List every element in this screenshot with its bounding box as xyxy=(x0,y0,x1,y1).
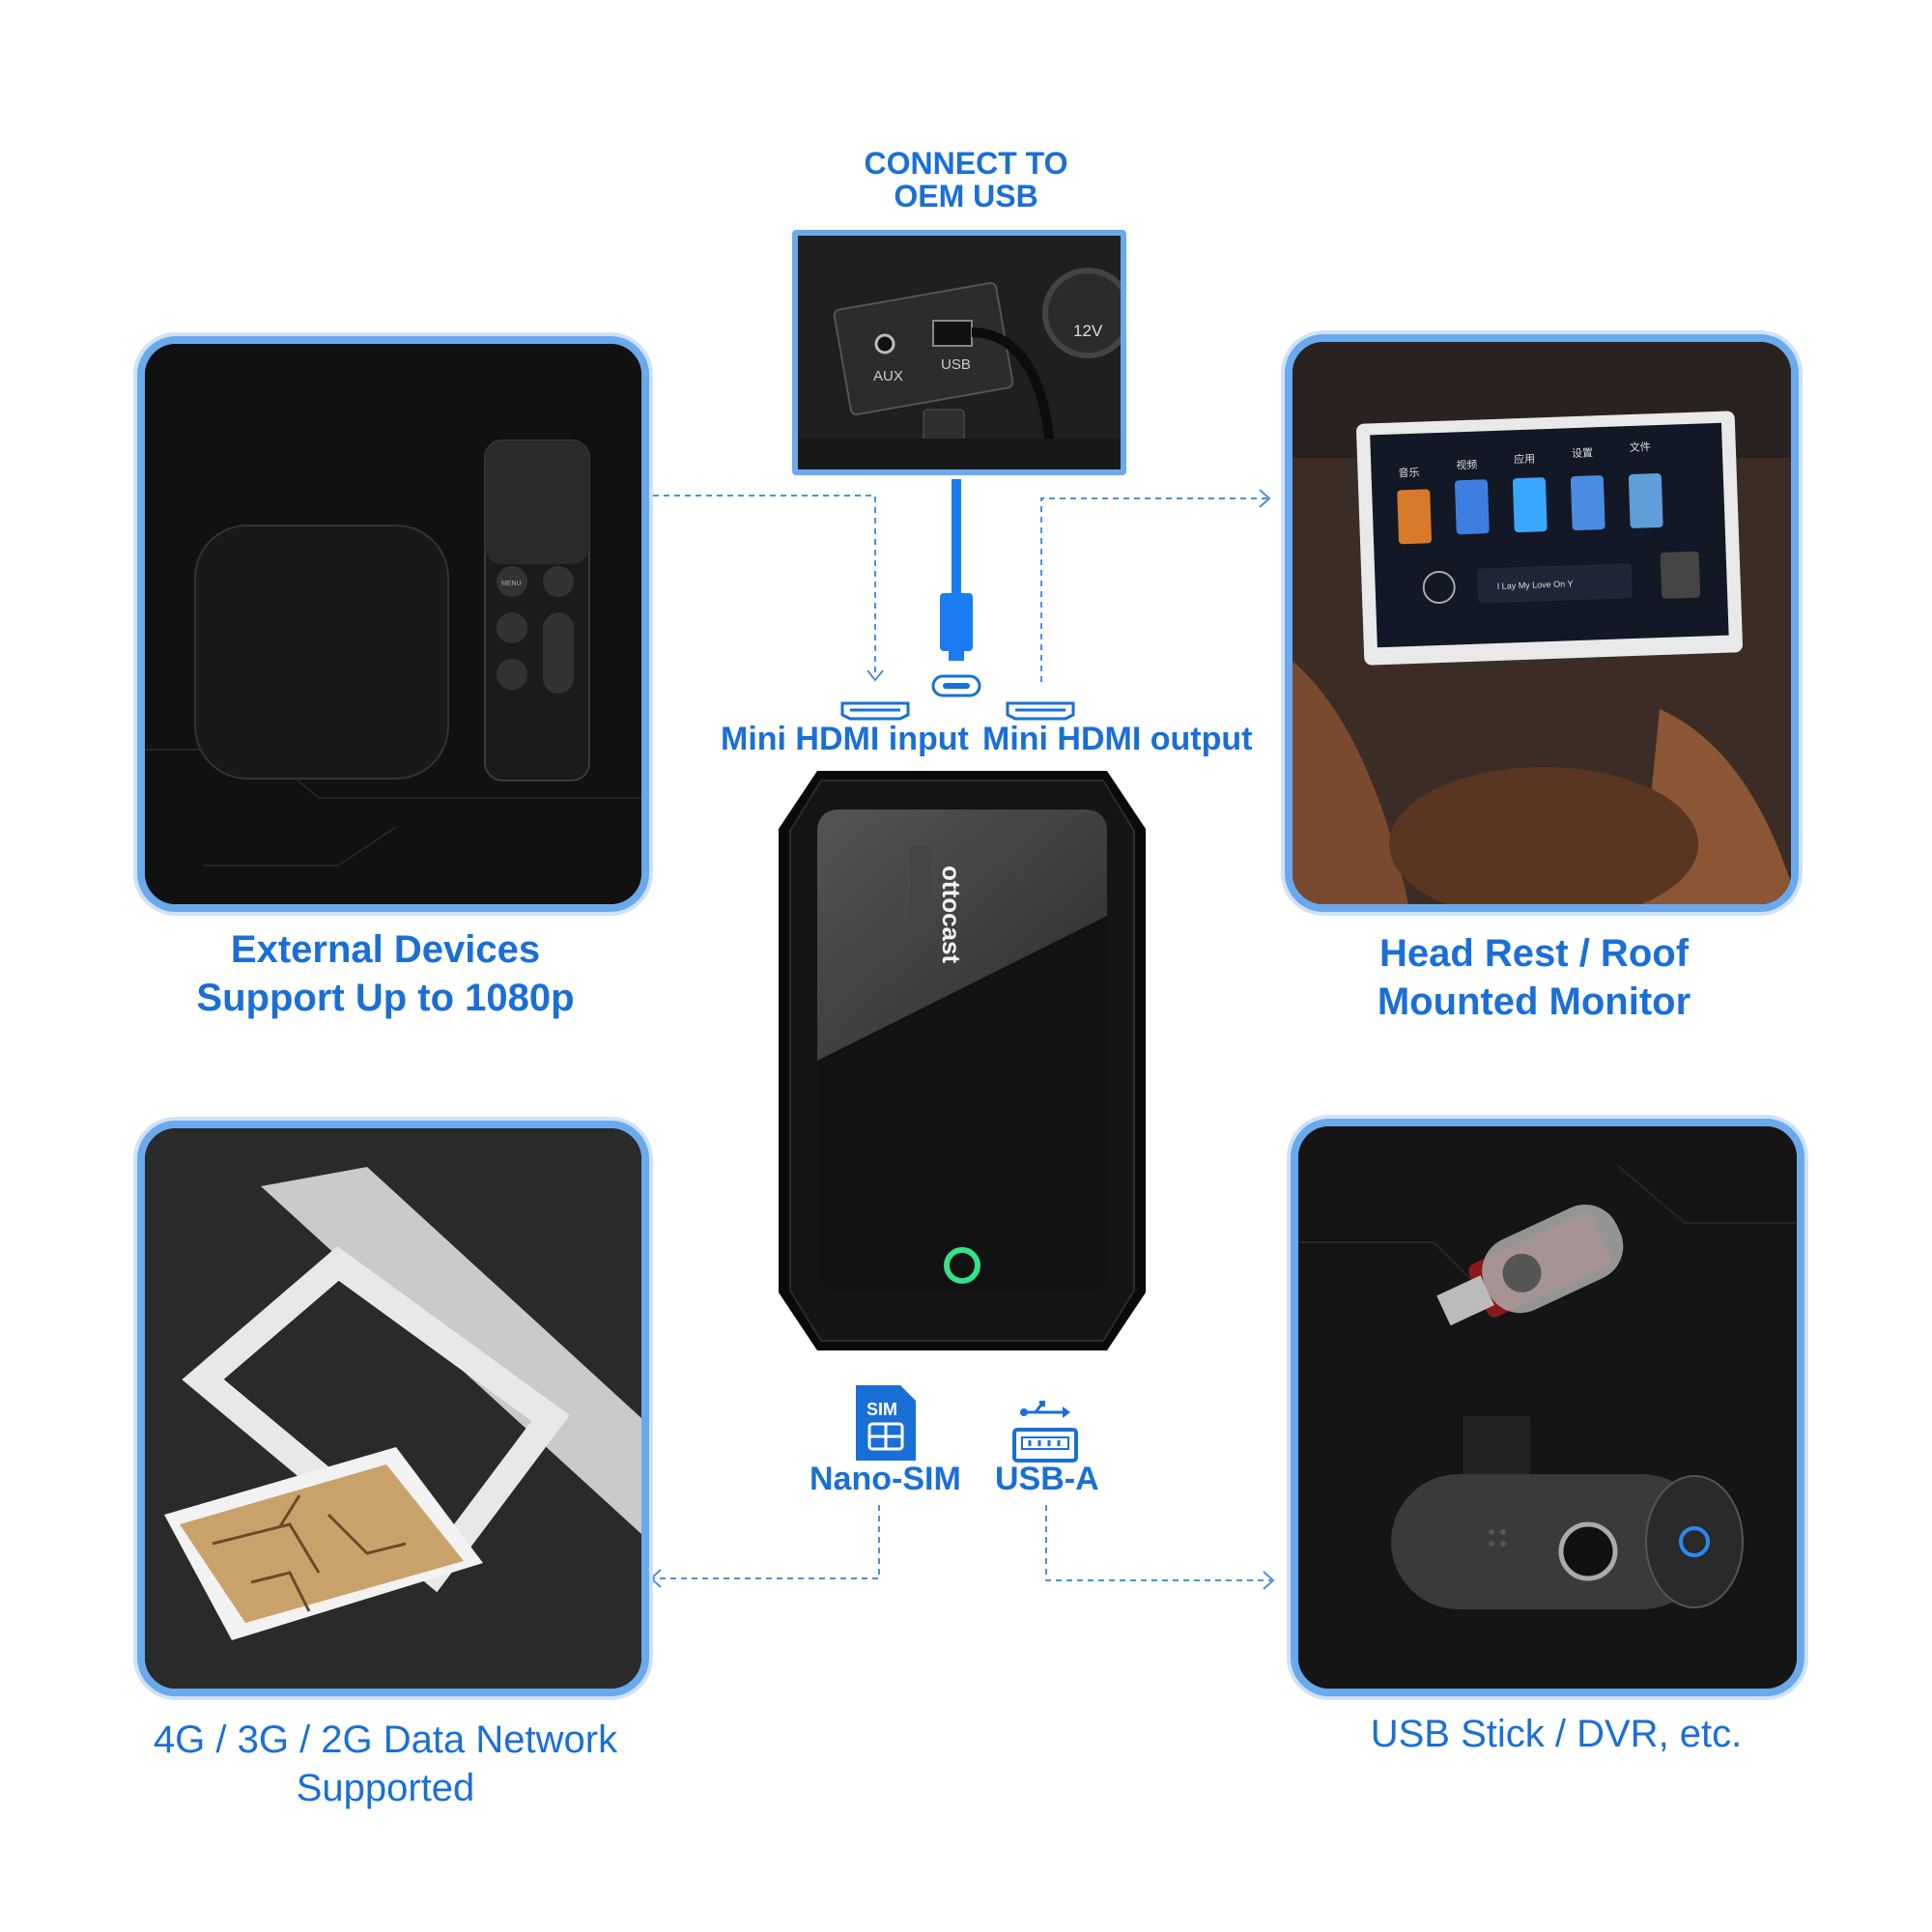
output-dashed-line xyxy=(1040,497,1267,682)
monitor-menu-music: 音乐 xyxy=(1398,466,1419,480)
oem-usb-photo: AUX USB 12V xyxy=(792,230,1126,475)
ottocast-device: ottocast xyxy=(779,771,1146,1350)
sim-chip-icon xyxy=(180,1464,464,1623)
oem-usb-title-line1: CONNECT TO xyxy=(864,146,1068,181)
usb-c-port-icon xyxy=(931,674,981,697)
oem-usb-title: CONNECT TO OEM USB xyxy=(792,147,1140,213)
sim-dashed-line xyxy=(653,1505,880,1579)
caption-headrest-monitor-line1: Head Rest / Roof xyxy=(1378,932,1690,975)
status-led-icon xyxy=(944,1247,980,1284)
panel-data-network xyxy=(137,1121,649,1696)
caption-external-devices-line2: Support Up to 1080p xyxy=(196,977,575,1019)
sim-card-icon: SIM xyxy=(856,1385,916,1461)
monitor-menu-apps: 应用 xyxy=(1514,451,1535,466)
oem-usb-title-line2: OEM USB xyxy=(894,179,1038,213)
mini-hdmi-output-label: Mini HDMI output xyxy=(982,721,1253,757)
caption-external-devices: External Devices Support Up to 1080p xyxy=(137,925,634,1022)
monitor-song-title: I Lay My Love On Y xyxy=(1497,579,1574,591)
panel-headrest-monitor: 音乐 视频 应用 设置 文件 I Lay My Love On Y xyxy=(1285,334,1799,912)
caption-headrest-monitor: Head Rest / Roof Mounted Monitor xyxy=(1285,929,1783,1026)
input-dashed-line xyxy=(653,495,876,676)
sim-badge-text: SIM xyxy=(867,1400,897,1419)
caption-external-devices-line1: External Devices xyxy=(230,928,541,971)
mini-hdmi-output-icon xyxy=(1006,701,1075,721)
mini-hdmi-input-icon xyxy=(840,701,910,721)
usb-a-dashed-line xyxy=(1045,1505,1271,1581)
remote-menu-label: MENU xyxy=(501,581,522,587)
usb-c-plug xyxy=(940,593,973,651)
usb-a-icon xyxy=(1012,1401,1078,1463)
dashcam-icon xyxy=(1391,1416,1744,1609)
caption-usb-dvr: USB Stick / DVR, etc. xyxy=(1291,1710,1822,1758)
caption-data-network-line2: Supported xyxy=(296,1767,475,1809)
usb-stick-icon xyxy=(1436,1204,1624,1326)
caption-data-network: 4G / 3G / 2G Data Network Supported xyxy=(108,1716,663,1812)
12v-label: 12V xyxy=(1073,322,1103,340)
monitor-menu-files: 文件 xyxy=(1630,440,1651,454)
usb-port-label: USB xyxy=(941,356,971,373)
caption-data-network-line1: 4G / 3G / 2G Data Network xyxy=(153,1719,618,1761)
panel-usb-dvr xyxy=(1291,1119,1804,1696)
streaming-box-icon xyxy=(194,525,449,780)
caption-headrest-monitor-line2: Mounted Monitor xyxy=(1377,980,1691,1023)
monitor-menu-video: 视频 xyxy=(1456,458,1477,472)
mini-hdmi-input-label: Mini HDMI input xyxy=(721,721,969,757)
aux-label: AUX xyxy=(873,368,903,384)
usb-a-label: USB-A xyxy=(995,1461,1099,1497)
panel-external-devices: MENU xyxy=(137,336,649,912)
brand-logo-text: ottocast xyxy=(937,866,966,963)
monitor-menu-settings: 设置 xyxy=(1572,446,1593,460)
nano-sim-label: Nano-SIM xyxy=(810,1461,961,1497)
caption-usb-dvr-line1: USB Stick / DVR, etc. xyxy=(1370,1713,1743,1755)
